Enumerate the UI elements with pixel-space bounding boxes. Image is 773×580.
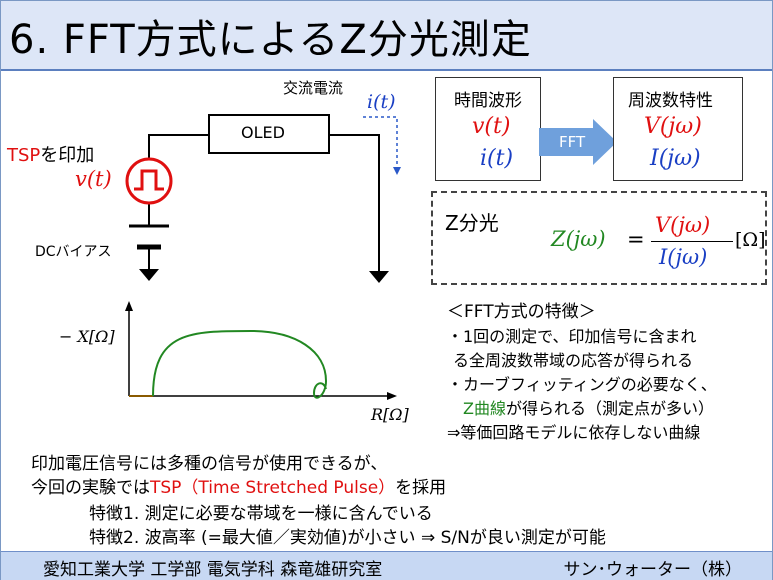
voltage-symbol: v(t) [75,167,112,191]
z-unit: [Ω] [735,229,766,251]
tsp-word: TSP [7,145,41,166]
tsp-source-icon [125,157,173,205]
frequency-title: 周波数特性 [628,91,713,111]
features-heading: ＜FFT方式の特徴＞ [447,302,596,322]
bottom-line-2-pre: 今回の実験では [31,478,150,498]
freq-I-symbol: I(jω) [650,146,701,171]
feature-line-2: る全周波数帯域の応答が得られる [453,351,694,370]
fraction-bar [651,241,733,242]
footer-company: サン･ウォーター（株） [563,560,743,580]
time-i-symbol: i(t) [480,146,514,171]
impedance-curve [152,329,328,399]
frequency-characteristic-box: 周波数特性 V(jω) I(jω) [613,77,743,181]
time-waveform-title: 時間波形 [454,91,522,111]
bottom-feature-1: 特徴1. 測定に必要な帯域を一様に含んでいる [89,504,433,524]
pulse-icon [134,169,164,191]
z-symbol: Z(jω) [551,227,606,251]
plot-ylabel: − X[Ω] [59,327,115,346]
current-arrow-head [393,167,401,175]
bottom-feature-2: 特徴2. 波高率 (=最大値／実効値)が小さい ⇒ S/Nが良い測定が可能 [89,528,606,548]
circuit-wire-left [148,134,209,159]
time-v-symbol: v(t) [472,114,511,139]
ac-current-label: 交流電流 [283,79,344,97]
freq-V-symbol: V(jω) [644,114,702,139]
bottom-line-2: 今回の実験ではTSP（Time Stretched Pulse）を採用 [31,473,446,498]
dc-bias-label: DCバイアス [35,244,112,260]
title-bar: 6. FFT方式によるZ分光測定 [1,1,772,71]
x-axis-arrow [387,392,397,400]
z-denominator: I(jω) [659,245,708,269]
y-axis-arrow [125,301,133,311]
circuit-wire-right [329,134,380,271]
ground-icon-right [369,271,389,283]
tsp-full-name: TSP（Time Stretched Pulse） [150,478,396,498]
fft-label: FFT [559,133,586,151]
z-spectroscopy-title: Z分光 [445,211,499,235]
z-numerator: V(jω) [655,213,711,237]
oled-box [208,114,330,154]
current-symbol: i(t) [367,91,396,113]
feature-line-3: ・カーブフィッティングの必要なく、 [447,375,717,394]
fft-arrow-icon [539,119,617,165]
bottom-line-1: 印加電圧信号には多種の信号が使用できるが、 [31,454,388,474]
feature-line-4-text: が得られる（測定点が多い） [505,399,714,418]
feature-line-5: ⇒等価回路モデルに依存しない曲線 [447,423,701,442]
z-equals: = [627,227,645,251]
z-spectroscopy-box: Z分光 Z(jω) = V(jω) I(jω) [Ω] [431,191,767,285]
circuit-diagram [125,114,401,283]
tsp-apply-text: を印加 [40,145,95,166]
z-curve-word: Z曲線 [463,399,506,418]
footer-bar: 愛知工業大学 工学部 電気学科 森竜雄研究室 サン･ウォーター（株） [1,551,772,580]
plot-xlabel: R[Ω] [371,405,409,424]
time-waveform-box: 時間波形 v(t) i(t) [435,77,541,181]
oled-label: OLED [241,123,285,142]
footer-lab-name: 愛知工業大学 工学部 電気学科 森竜雄研究室 [43,560,383,580]
ground-icon-left [139,269,159,281]
feature-line-1: ・1回の測定で、印加信号に含まれ [447,327,697,346]
feature-line-4: Z曲線が得られる（測定点が多い） [463,395,714,419]
nyquist-plot [125,301,397,400]
page-title: 6. FFT方式によるZ分光測定 [9,17,532,63]
bottom-line-2-post: を採用 [395,478,447,498]
tsp-apply-label: TSPを印加 [7,141,94,167]
